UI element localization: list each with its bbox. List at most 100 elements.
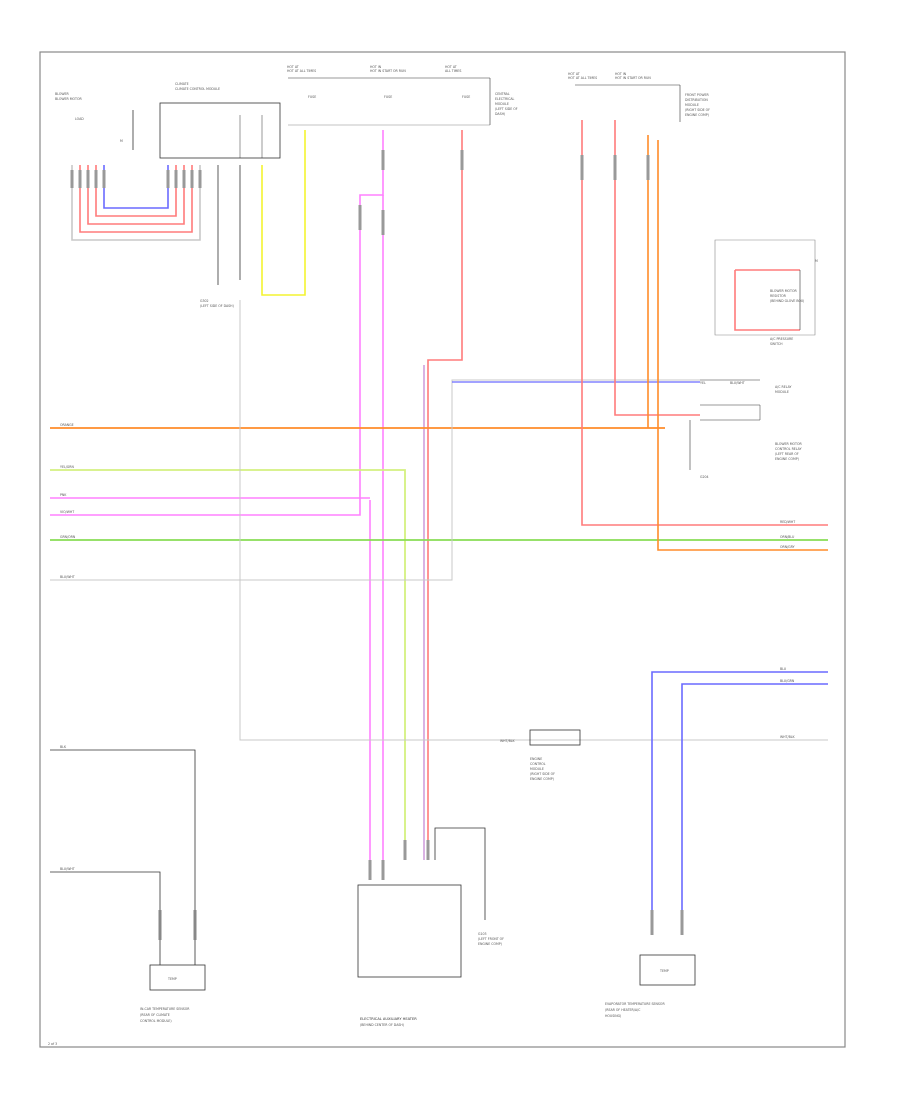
svg-text:HOT AT: HOT AT <box>568 72 580 76</box>
svg-text:A/C PRESSURE: A/C PRESSURE <box>770 337 793 341</box>
svg-text:YEL: YEL <box>700 381 706 385</box>
yellow-wire-top <box>261 130 306 296</box>
blower-section: BLOWER BLOWER MOTOR LOAD M <box>55 92 134 150</box>
svg-text:(REAR OF HEATER/A/C: (REAR OF HEATER/A/C <box>605 1008 641 1012</box>
svg-text:HOT IN: HOT IN <box>615 72 627 76</box>
svg-text:A/C RELAY: A/C RELAY <box>775 385 792 389</box>
yellow-green-bus <box>50 469 406 860</box>
gray-loop <box>239 300 828 741</box>
svg-text:ENGINE COMP): ENGINE COMP) <box>478 942 502 946</box>
svg-text:(LEFT SIDE OF DASH): (LEFT SIDE OF DASH) <box>200 304 234 308</box>
svg-text:ENGINE COMP): ENGINE COMP) <box>685 113 709 117</box>
svg-text:BLOWER MOTOR: BLOWER MOTOR <box>770 289 797 293</box>
svg-text:BLOWER MOTOR: BLOWER MOTOR <box>775 442 802 446</box>
svg-text:(BEHIND CENTER OF DASH): (BEHIND CENTER OF DASH) <box>360 1023 404 1027</box>
svg-text:MODULE: MODULE <box>685 103 699 107</box>
blue-right-2 <box>681 683 828 930</box>
svg-text:M: M <box>815 259 818 263</box>
svg-text:ENGINE COMP): ENGINE COMP) <box>775 457 799 461</box>
svg-text:DISTRIBUTION: DISTRIBUTION <box>685 98 708 102</box>
red-wire-center <box>427 130 463 860</box>
svg-text:LOAD: LOAD <box>75 117 84 121</box>
svg-text:FUSE: FUSE <box>308 95 316 99</box>
svg-text:HOT AT: HOT AT <box>287 65 299 69</box>
svg-text:ENGINE COMP): ENGINE COMP) <box>530 777 554 781</box>
svg-text:WHT/BLK: WHT/BLK <box>500 739 516 743</box>
svg-text:VIO/WHT: VIO/WHT <box>60 510 74 514</box>
svg-text:ALL TIMES: ALL TIMES <box>445 69 461 73</box>
svg-text:DASH): DASH) <box>495 112 505 116</box>
left-wire-labels: ORANGE YEL/GRN PNK VIO/WHT GRN/ORN BLU/W… <box>60 423 76 871</box>
page-number: 2 of 3 <box>48 1042 57 1046</box>
red-right-feed-2 <box>614 120 700 416</box>
svg-text:TEMP: TEMP <box>167 977 177 981</box>
svg-text:WHT/BLK: WHT/BLK <box>780 735 796 739</box>
evaporator-sensor-label: EVAPORATOR TEMPERATURE SENSOR <box>605 1002 665 1006</box>
pressure-switch: M BLOWER MOTOR RESISTOR (BEHIND GLOVE BO… <box>714 239 818 346</box>
svg-text:BLU/WHT: BLU/WHT <box>730 381 745 385</box>
svg-text:MODULE: MODULE <box>530 767 544 771</box>
svg-text:FUSE: FUSE <box>462 95 470 99</box>
svg-text:M: M <box>120 139 123 143</box>
svg-text:BLK: BLK <box>60 745 67 749</box>
svg-text:(BEHIND GLOVE BOX): (BEHIND GLOVE BOX) <box>770 299 804 303</box>
svg-text:ORN/BLU: ORN/BLU <box>780 535 795 539</box>
svg-text:BLU/WHT: BLU/WHT <box>60 867 75 871</box>
blue-right-1 <box>651 671 828 930</box>
svg-text:BLU/GRN: BLU/GRN <box>780 679 795 683</box>
svg-text:CONTROL: CONTROL <box>530 762 546 766</box>
aux-heater: G103 (LEFT FRONT OF ENGINE COMP) ELECTRI… <box>357 827 504 1027</box>
svg-text:ENGINE: ENGINE <box>530 757 542 761</box>
svg-text:RED/WHT: RED/WHT <box>780 520 795 524</box>
svg-text:FUSE: FUSE <box>384 95 392 99</box>
svg-text:(LEFT FRONT OF: (LEFT FRONT OF <box>478 937 504 941</box>
svg-text:BLOWER: BLOWER <box>55 92 70 96</box>
svg-text:CONTROL RELAY: CONTROL RELAY <box>775 447 802 451</box>
right-wire-labels: RED/WHT ORN/BLU ORN/GRY BLU BLU/GRN WHT/… <box>780 520 796 739</box>
gray-bus <box>50 379 700 581</box>
svg-text:ELECTRICAL: ELECTRICAL <box>495 97 515 101</box>
svg-text:GRN/ORN: GRN/ORN <box>60 535 76 539</box>
fuse-group-3-label: HOT AT ALL TIMES <box>568 76 597 80</box>
splice-note: WHT/BLK ENGINE CONTROL MODULE (RIGHT SID… <box>500 729 581 781</box>
svg-text:ORANGE: ORANGE <box>60 423 74 427</box>
svg-text:(LEFT REAR OF: (LEFT REAR OF <box>775 452 799 456</box>
fuse-header-left: HOT AT HOT AT ALL TIMES HOT IN HOT IN ST… <box>287 65 518 126</box>
diagram-frame <box>39 51 846 1048</box>
svg-text:G204: G204 <box>700 475 709 479</box>
in-car-sensor: TEMP IN-CAR TEMPERATURE SENSOR (REAR OF … <box>50 749 206 1023</box>
svg-text:YEL/GRN: YEL/GRN <box>60 465 74 469</box>
connector-stubs <box>70 150 684 935</box>
svg-text:BLU/WHT: BLU/WHT <box>60 575 75 579</box>
aux-heater-label: ELECTRICAL AUXILIARY HEATER <box>360 1017 417 1021</box>
svg-text:(REAR OF CLIMATE: (REAR OF CLIMATE <box>140 1013 170 1017</box>
svg-text:MODULE: MODULE <box>495 102 509 106</box>
svg-text:ORN/GRY: ORN/GRY <box>780 545 795 549</box>
in-car-sensor-label: IN-CAR TEMPERATURE SENSOR <box>140 1007 190 1011</box>
pink-wire-1 <box>50 130 384 516</box>
svg-text:CONTROL MODULE): CONTROL MODULE) <box>140 1019 172 1023</box>
orange-right-feed-2 <box>657 140 828 551</box>
svg-text:HOT AT: HOT AT <box>445 65 457 69</box>
svg-text:BLU: BLU <box>780 667 787 671</box>
fuse-group-2-label: HOT IN START OR RUN <box>370 69 406 73</box>
svg-text:HOT IN: HOT IN <box>370 65 382 69</box>
svg-text:G302: G302 <box>200 299 209 303</box>
svg-text:SWITCH: SWITCH <box>770 342 783 346</box>
svg-text:(LEFT SIDE OF: (LEFT SIDE OF <box>495 107 518 111</box>
svg-text:(RIGHT SIDE OF: (RIGHT SIDE OF <box>530 772 555 776</box>
fuse-header-right: HOT AT HOT AT ALL TIMES HOT IN HOT IN ST… <box>568 72 710 122</box>
blower-label: BLOWER MOTOR <box>55 97 82 101</box>
red-right-feed <box>581 120 828 526</box>
control-module-label: CLIMATE CONTROL MODULE <box>175 87 220 91</box>
evaporator-sensor: TEMP EVAPORATOR TEMPERATURE SENSOR (REAR… <box>605 954 696 1018</box>
svg-text:CENTRAL: CENTRAL <box>495 92 510 96</box>
svg-text:CLIMATE: CLIMATE <box>175 82 189 86</box>
svg-text:(RIGHT SIDE OF: (RIGHT SIDE OF <box>685 108 710 112</box>
relay-section: YEL BLU/WHT A/C RELAY MODULE BLOWER MOTO… <box>689 379 802 479</box>
fuse-group-1-label: HOT AT ALL TIMES <box>287 69 316 73</box>
svg-text:RESISTOR: RESISTOR <box>770 294 787 298</box>
svg-text:MODULE: MODULE <box>775 390 789 394</box>
fuse-group-4-label: HOT IN START OR RUN <box>615 76 651 80</box>
